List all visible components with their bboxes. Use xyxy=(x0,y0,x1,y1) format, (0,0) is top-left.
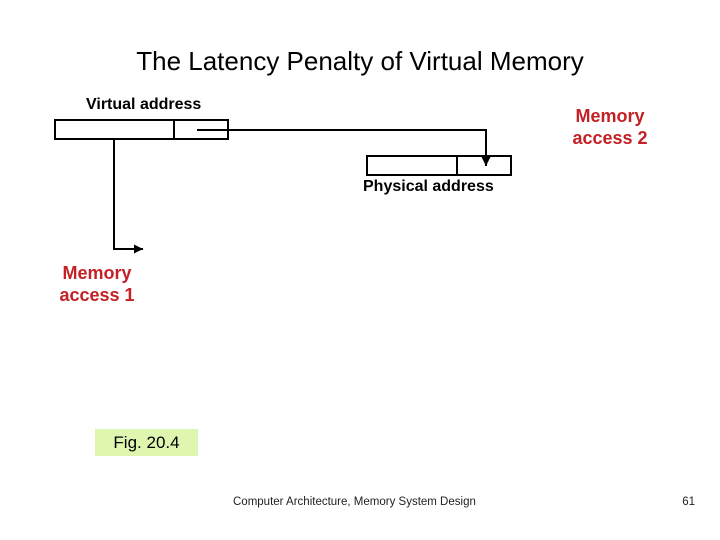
footer-text: Computer Architecture, Memory System Des… xyxy=(233,496,476,508)
memory-access-1-label: Memory access 1 xyxy=(59,263,135,305)
figure-caption: Fig. 20.4 xyxy=(95,429,198,456)
slide-title: The Latency Penalty of Virtual Memory xyxy=(136,46,584,76)
memory-access-2-label: Memory access 2 xyxy=(572,106,648,148)
address-translation-arrow xyxy=(197,129,491,166)
page-number: 61 xyxy=(682,496,695,508)
memory-access-1-arrow xyxy=(113,139,143,254)
physical-address-label: Physical address xyxy=(363,178,494,195)
virtual-address-label: Virtual address xyxy=(86,96,202,113)
physical-address-box xyxy=(366,155,512,176)
